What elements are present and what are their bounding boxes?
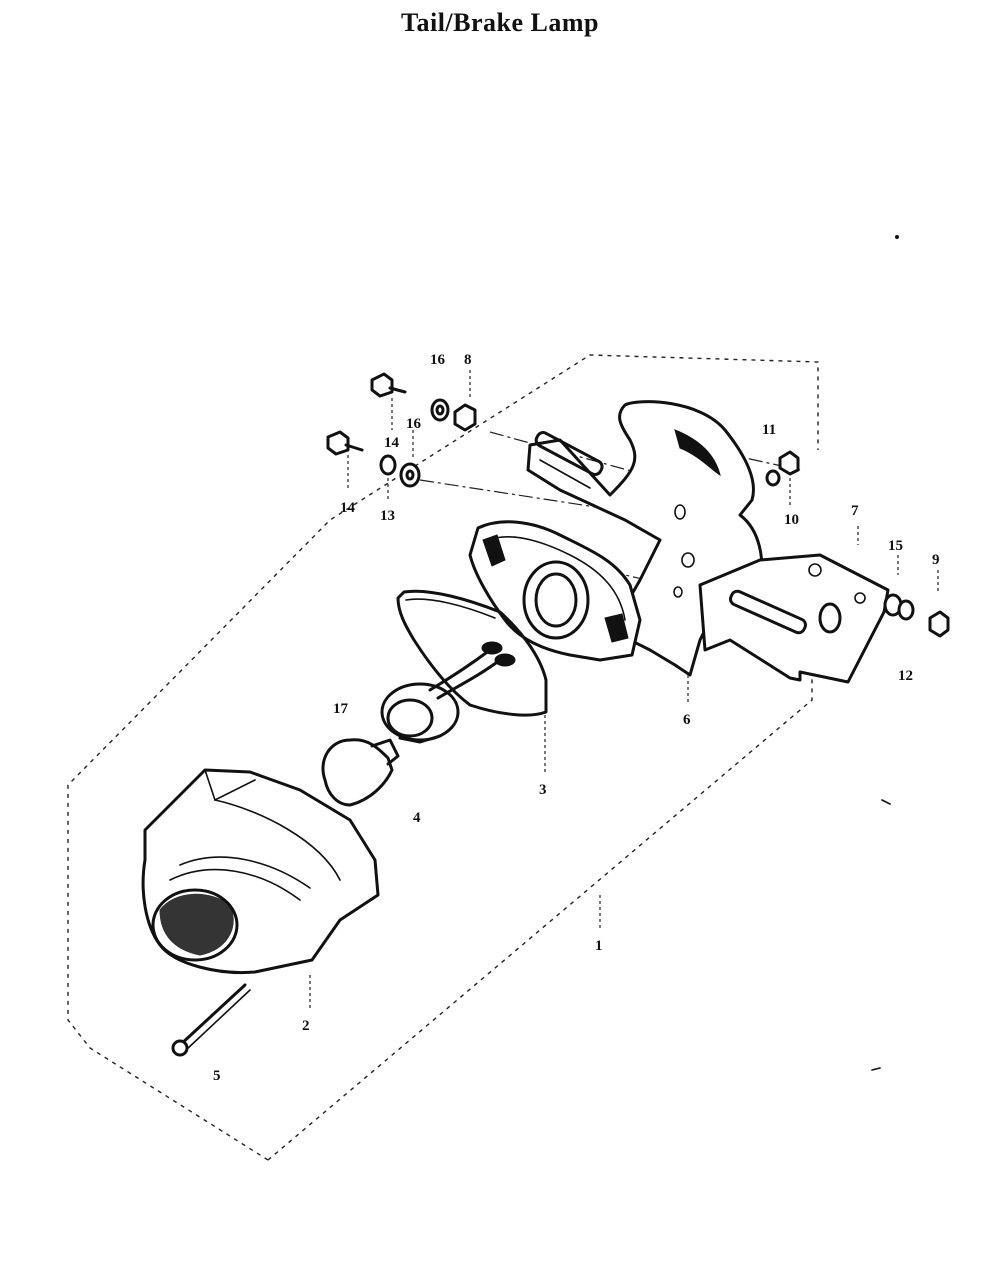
callout-1: 1 [595,938,603,954]
page-title: Tail/Brake Lamp [401,8,599,37]
callouts: 1 2 3 4 5 6 7 8 9 10 11 12 13 14 14 15 1… [213,352,940,1084]
callout-16b: 16 [406,416,422,432]
callout-12: 12 [898,668,913,684]
part-4-socket [380,641,516,744]
callout-7: 7 [851,503,859,519]
callout-5: 5 [213,1068,221,1084]
callout-14a: 14 [384,435,400,451]
callout-4: 4 [413,810,421,826]
callout-11: 11 [762,422,776,438]
callout-13: 13 [380,508,395,524]
callout-2: 2 [302,1018,310,1034]
part-5-screw [171,983,251,1057]
callout-15: 15 [888,538,903,554]
callout-14b: 14 [340,500,356,516]
callout-10: 10 [784,512,799,528]
leader-lines [309,370,939,1010]
lamp-base-plate [468,520,642,662]
part-3-gasket [396,589,548,717]
callout-8: 8 [464,352,472,368]
callout-17: 17 [333,701,349,717]
assembly-boundary [67,354,819,1161]
callout-6: 6 [683,712,691,728]
callout-3: 3 [539,782,547,798]
callout-16a: 16 [430,352,446,368]
fasteners [326,372,950,638]
part-17-bulb [321,738,400,807]
scan-specks [871,235,899,1071]
part-6-bracket [526,400,890,684]
part-2-lens-housing [141,768,380,974]
callout-9: 9 [932,552,940,568]
